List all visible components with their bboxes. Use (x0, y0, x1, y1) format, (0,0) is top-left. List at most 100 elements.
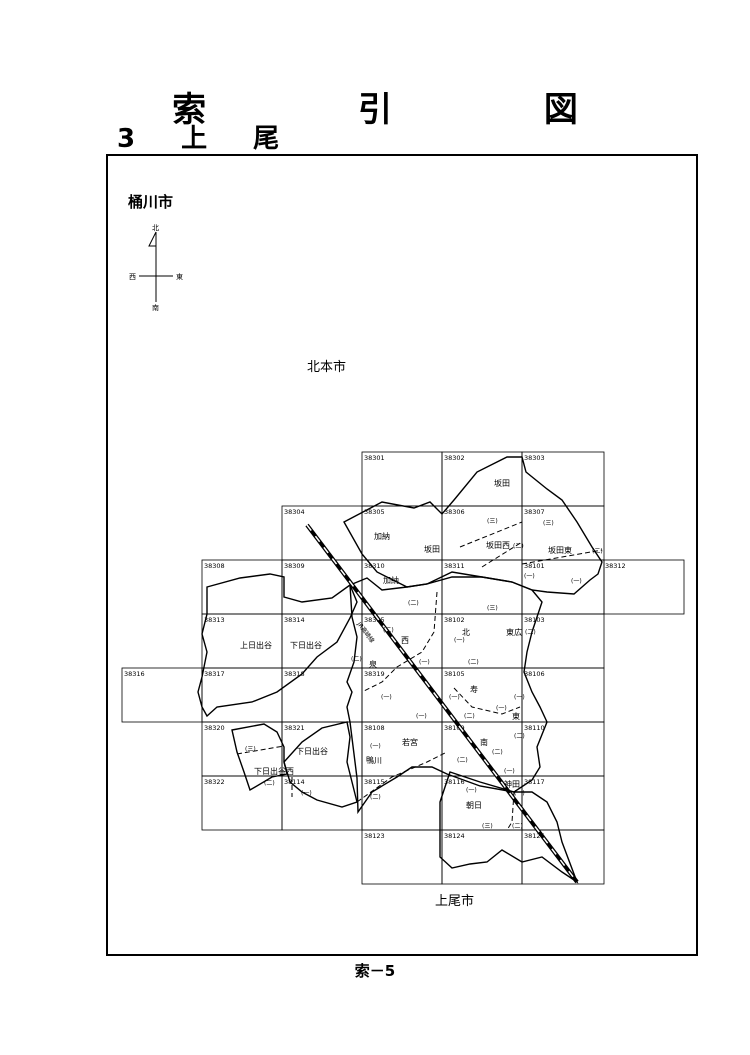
district-number: (三) (487, 605, 498, 612)
sheet-grid (121, 451, 685, 885)
compass-north: 北 (152, 224, 159, 232)
sheet-number: 38322 (204, 778, 225, 786)
district-number: (一) (524, 573, 535, 580)
district-number: (一) (381, 694, 392, 701)
district-lines (236, 521, 603, 831)
area-label: 南 (480, 737, 488, 747)
district-number: (一) (416, 713, 427, 720)
sheet-number: 38319 (364, 670, 385, 678)
district-number: (二) (408, 600, 419, 607)
district-number: (二) (513, 543, 524, 550)
railway-line (305, 523, 579, 884)
sheet-number: 38109 (444, 724, 465, 732)
sheet-number: 38106 (524, 670, 545, 678)
sheet-number: 38105 (444, 670, 465, 678)
sheet-number: 38309 (284, 562, 305, 570)
district-number: (一) (466, 787, 477, 794)
area-label: 鴨川 (366, 755, 382, 765)
district-number: (一) (514, 694, 525, 701)
sheet-number: 38114 (284, 778, 305, 786)
area-label: 坂田 (494, 478, 510, 488)
district-number: (二) (383, 627, 394, 634)
sheet-number: 38307 (524, 508, 545, 516)
sheet-number: 38117 (524, 778, 545, 786)
area-label: 坂田東 (548, 545, 572, 555)
district-number: (一) (370, 743, 381, 750)
sheet-number: 38310 (364, 562, 385, 570)
area-label: 下日出谷 (290, 640, 322, 650)
district-number: (三) (543, 520, 554, 527)
district-number: (一) (419, 659, 430, 666)
sheet-number: 38308 (204, 562, 225, 570)
district-number: (三) (482, 823, 493, 830)
district-number: (二) (351, 656, 362, 663)
sheet-number: 38311 (444, 562, 465, 570)
sheet-number: 38321 (284, 724, 305, 732)
district-number: (二) (525, 629, 536, 636)
area-label: 下日出谷 (296, 746, 328, 756)
district-number: (二) (370, 794, 381, 801)
district-number: (二) (514, 733, 525, 740)
sheet-number: 38304 (284, 508, 305, 516)
neighbor-north: 北本市 (307, 359, 346, 375)
sheet-number: 38315 (364, 616, 385, 624)
compass-south: 南 (152, 303, 159, 312)
sheet-number: 38123 (364, 832, 385, 840)
sheet-number: 38303 (524, 454, 545, 462)
area-label: 北 (462, 628, 470, 637)
sheet-number: 38302 (444, 454, 465, 462)
area-label: 東広 (506, 627, 522, 637)
index-map: 桶川市 北 南 西 東 北本市 上尾市 (121, 193, 685, 909)
area-label: 加納 (374, 531, 390, 541)
sheet-number: 38116 (444, 778, 465, 786)
area-label: 坂田西 (486, 540, 510, 550)
sheet-number: 38306 (444, 508, 465, 516)
sheet-number: 38313 (204, 616, 225, 624)
sheet-number: 38103 (524, 616, 545, 624)
district-number: (二) (512, 823, 523, 830)
area-label: 寿 (470, 684, 478, 694)
area-label: 東 (512, 711, 520, 721)
sheet-number: 38301 (364, 454, 385, 462)
sheet-number: 38108 (364, 724, 385, 732)
area-label: 加納 (383, 575, 399, 585)
neighbor-south: 上尾市 (435, 893, 474, 909)
area-label: 西 (401, 636, 409, 645)
sheet-number: 38102 (444, 616, 465, 624)
district-number: (一) (301, 790, 312, 797)
sheet-number: 38125 (524, 832, 545, 840)
sheet-number: 38320 (204, 724, 225, 732)
sheet-number: 38318 (284, 670, 305, 678)
sheet-number: 38316 (124, 670, 145, 678)
sheet-number: 38124 (444, 832, 465, 840)
district-number: (三) (487, 518, 498, 525)
district-number: (二) (468, 659, 479, 666)
district-number: (一) (496, 705, 507, 712)
map-frame: 桶川市 北 南 西 東 北本市 上尾市 (106, 154, 698, 956)
city-label: 桶川市 (128, 193, 173, 211)
sheet-number: 38305 (364, 508, 385, 516)
sheet-number: 38101 (524, 562, 545, 570)
district-number: (三) (245, 746, 256, 753)
sheet-number: 38317 (204, 670, 225, 678)
district-number: (一) (514, 790, 525, 797)
area-label: 上日出谷 (240, 640, 272, 650)
area-label: 神田 (504, 779, 520, 789)
area-label: 下日出谷西 (254, 766, 294, 776)
page-title: 索 引 図 (172, 90, 648, 130)
sheet-number: 38110 (524, 724, 545, 732)
district-number: (二) (492, 749, 503, 756)
district-number: (二) (592, 548, 603, 555)
area-label: 坂田 (424, 544, 440, 554)
district-number: (一) (504, 768, 515, 775)
district-number: (一) (571, 578, 582, 585)
district-number: (一) (454, 637, 465, 644)
district-number: (一) (449, 694, 460, 701)
page-number-label: 索－5 (354, 962, 396, 980)
district-number: (二) (457, 757, 468, 764)
compass-west: 西 (129, 273, 136, 281)
district-number: (二) (464, 713, 475, 720)
sheet-number: 38115 (364, 778, 385, 786)
area-label: 朝日 (466, 801, 482, 810)
page-subtitle: 3 上 尾 (117, 124, 290, 154)
